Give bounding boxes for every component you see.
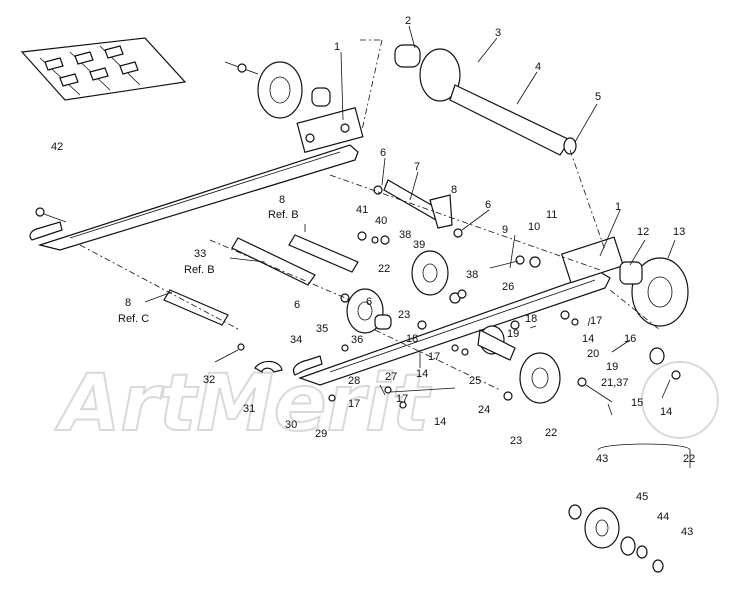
label-10: 10 xyxy=(528,221,540,233)
label-17a: 17 xyxy=(590,315,602,327)
label-18a: 18 xyxy=(525,313,537,325)
label-17d: 17 xyxy=(348,398,360,410)
label-6a: 6 xyxy=(380,147,386,159)
label-27: 27 xyxy=(385,371,397,383)
label-21-37: 21,37 xyxy=(601,377,629,389)
label-17c: 17 xyxy=(396,393,408,405)
label-6c: 6 xyxy=(294,299,300,311)
label-8c: 8 xyxy=(125,297,131,309)
label-42: 42 xyxy=(51,141,63,153)
label-9: 9 xyxy=(502,224,508,236)
rear-wheel-part xyxy=(619,257,689,365)
label-11: 11 xyxy=(546,209,557,221)
idler-wheel-upper-part xyxy=(224,61,331,119)
label-38b: 38 xyxy=(466,269,478,281)
label-32: 32 xyxy=(203,374,215,386)
label-38a: 38 xyxy=(399,229,411,241)
label-41: 41 xyxy=(356,204,368,216)
label-15: 15 xyxy=(631,397,643,409)
label-28: 28 xyxy=(348,375,360,387)
label-2: 2 xyxy=(405,15,411,27)
label-43b: 43 xyxy=(681,526,693,538)
label-13: 13 xyxy=(673,226,685,238)
label-33: 33 xyxy=(194,248,206,260)
label-6b: 6 xyxy=(485,199,491,211)
label-19a: 19 xyxy=(507,328,519,340)
label-35: 35 xyxy=(316,323,328,335)
label-19b: 19 xyxy=(606,361,618,373)
leader-lines xyxy=(144,25,676,416)
alignment-lines xyxy=(79,39,661,391)
track-clip-pad-part xyxy=(20,37,187,101)
label-43a: 43 xyxy=(596,453,608,465)
label-3: 3 xyxy=(495,27,501,39)
label-26: 26 xyxy=(502,281,514,293)
label-44: 44 xyxy=(657,511,669,523)
label-25: 25 xyxy=(469,375,481,387)
bolts-part xyxy=(35,185,681,409)
label-34: 34 xyxy=(290,334,302,346)
label-14b: 14 xyxy=(416,368,428,380)
label-8a: 8 xyxy=(279,194,285,206)
label-17b: 17 xyxy=(428,351,440,363)
label-14a: 14 xyxy=(582,333,594,345)
shafts-part xyxy=(163,234,359,326)
label-5: 5 xyxy=(595,91,601,103)
label-12: 12 xyxy=(637,226,649,238)
label-23b: 23 xyxy=(510,435,522,447)
label-6d: 6 xyxy=(366,296,372,308)
label-22c: 22 xyxy=(683,453,695,465)
label-39: 39 xyxy=(413,239,425,251)
torque-arm-part xyxy=(383,179,453,229)
left-slide-rail-part xyxy=(29,107,364,251)
label-31: 31 xyxy=(243,403,255,415)
label-36: 36 xyxy=(351,334,363,346)
label-1: 1 xyxy=(334,41,340,53)
wheel-assembly-inset-part xyxy=(568,443,691,573)
label-14c: 14 xyxy=(660,406,672,418)
callout-labels: 1 2 3 4 5 6 7 8 Ref. B 8 6 41 40 38 39 2… xyxy=(51,15,695,538)
pivot-block-part xyxy=(477,325,516,361)
label-7: 7 xyxy=(414,161,420,173)
label-22b: 22 xyxy=(545,427,557,439)
label-24: 24 xyxy=(478,404,490,416)
label-16: 16 xyxy=(624,333,636,345)
watermark-text: ArtMerit xyxy=(54,359,432,449)
label-30: 30 xyxy=(285,419,297,431)
retainer-clip-part xyxy=(254,360,283,374)
label-22a: 22 xyxy=(378,263,390,275)
label-23a: 23 xyxy=(398,309,410,321)
right-slide-rail-part xyxy=(292,236,625,386)
label-refC: Ref. C xyxy=(118,313,149,325)
label-20: 20 xyxy=(587,348,599,360)
label-8b: 8 xyxy=(451,184,457,196)
label-45: 45 xyxy=(636,491,648,503)
label-refB-2: Ref. B xyxy=(184,264,215,276)
label-40: 40 xyxy=(375,215,387,227)
label-14d: 14 xyxy=(434,416,446,428)
label-1b: 1 xyxy=(615,201,621,213)
label-29: 29 xyxy=(315,428,327,440)
watermark-wheel-icon xyxy=(641,361,719,439)
mid-wheels-part xyxy=(346,250,561,404)
label-4: 4 xyxy=(535,61,541,73)
axle-part xyxy=(394,44,577,156)
label-refB-1: Ref. B xyxy=(268,209,299,221)
label-18b: 18 xyxy=(406,333,418,345)
